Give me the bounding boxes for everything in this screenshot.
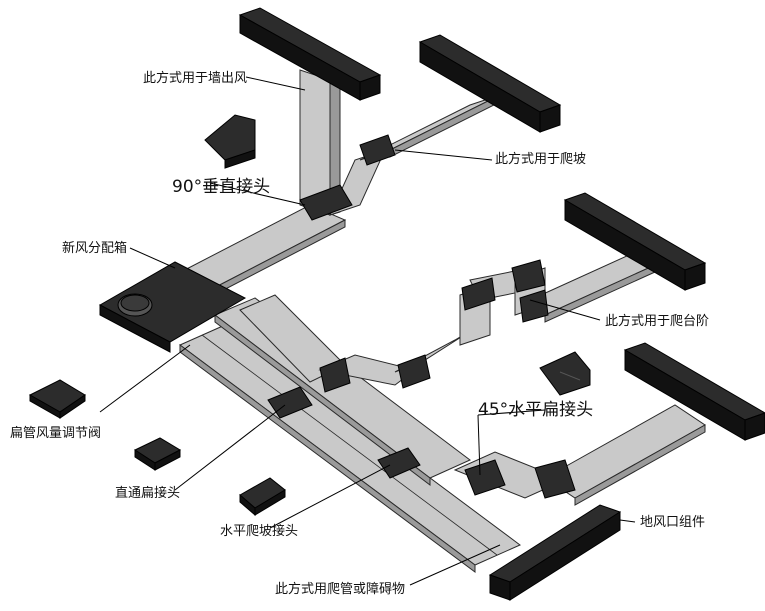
label-wall-outlet: 此方式用于墙出风 xyxy=(143,70,247,86)
label-vertical-joint: 90°垂直接头 xyxy=(172,177,270,197)
label-horizontal-45: 45°水平扁接头 xyxy=(478,400,593,420)
loose-climb-joint xyxy=(239,477,286,517)
label-floor-outlet: 地风口组件 xyxy=(640,515,705,530)
loose-45-joint xyxy=(539,351,591,396)
outlet-right xyxy=(623,342,765,441)
label-horizontal-climb: 水平爬坡接头 xyxy=(220,523,298,539)
label-climb-slope: 此方式用于爬坡 xyxy=(495,151,586,167)
joints xyxy=(267,134,576,499)
loose-straight-joint xyxy=(133,437,182,471)
outlet-floor-bottom xyxy=(488,504,622,601)
loose-vertical-joint xyxy=(204,114,256,169)
outlet-climb-step xyxy=(563,192,707,291)
label-obstacle: 此方式用爬管或障碍物 xyxy=(275,581,405,597)
label-straight-joint: 直通扁接头 xyxy=(115,485,180,501)
label-fresh-air-box: 新风分配箱 xyxy=(62,240,127,256)
distribution-box xyxy=(98,261,247,353)
label-flat-damper: 扁管风量调节阀 xyxy=(10,426,101,441)
leader-lines xyxy=(99,76,636,586)
outlet-climb-slope xyxy=(418,34,562,133)
loose-damper xyxy=(28,379,86,419)
label-climb-step: 此方式用于爬台阶 xyxy=(605,313,709,329)
duct-lower-branch xyxy=(179,324,521,573)
outlet-wall-top xyxy=(238,7,382,101)
